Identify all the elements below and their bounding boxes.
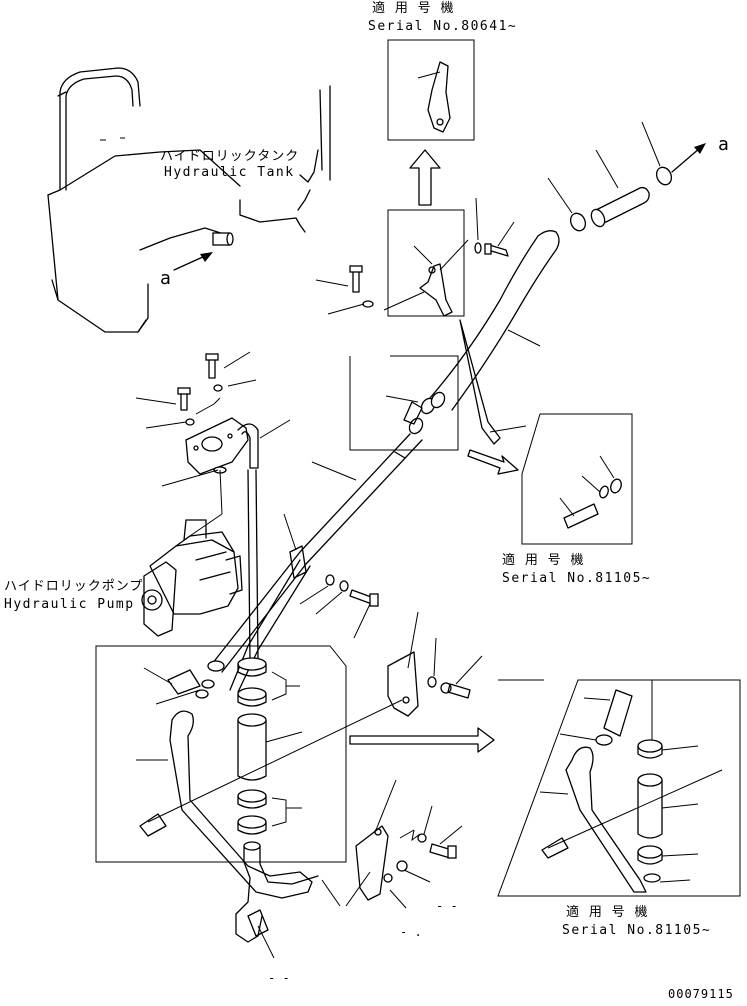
- inset-box-top: [387, 39, 475, 141]
- dash-label-3: - -: [268, 971, 290, 985]
- flange-bolts: [135, 351, 257, 429]
- inset-box-middle: [349, 355, 459, 451]
- top-hose-assembly: a: [547, 121, 729, 232]
- serial-top-en: Serial No.80641~: [368, 19, 517, 34]
- figure-code: 00079115: [668, 987, 734, 1001]
- arrow-a-left-label: a: [160, 268, 171, 289]
- inset-box-right: [521, 413, 633, 545]
- arrow-to-tank-icon: [173, 252, 213, 271]
- right-arrow-icon: [349, 727, 495, 753]
- inset-box-bracket: [383, 209, 469, 317]
- inset-box-lower-right: [497, 679, 741, 897]
- diagonal-arrow-icon: [467, 449, 519, 475]
- pressure-pipe: [211, 433, 423, 693]
- serial-top-jp: 適 用 号 機: [372, 0, 454, 16]
- serial-bot-en: Serial No.81105~: [562, 923, 711, 938]
- return-pipe: [247, 469, 259, 661]
- bracket-mount-lower: [345, 779, 463, 909]
- bolt-left-tank: [315, 265, 374, 315]
- serial-mid-en: Serial No.81105~: [502, 571, 651, 586]
- hydraulic-pump: [141, 469, 243, 637]
- arrow-a-right-label: a: [718, 134, 729, 155]
- tank-label-jp: ハイドロリックタンク: [160, 149, 299, 164]
- serial-bot-jp: 適 用 号 機: [566, 904, 648, 920]
- pump-flange: [161, 417, 291, 487]
- bracket-mount-upper: [387, 611, 483, 717]
- upward-arrow-icon: [409, 149, 441, 206]
- bolt-right-bracket: [474, 197, 515, 257]
- pump-label-en: Hydraulic Pump: [4, 597, 135, 612]
- bolt-mid-pipe: [299, 574, 379, 639]
- serial-mid-jp: 適 用 号 機: [502, 552, 584, 568]
- dash-label-1: - -: [436, 899, 458, 913]
- tank-label-en: Hydraulic Tank: [164, 165, 295, 180]
- suction-tube: [429, 230, 560, 445]
- lower-u-pipe: [235, 841, 341, 959]
- inset-box-lower-left: [95, 645, 403, 899]
- pump-label-jp: ハイドロリックポンプ: [4, 579, 143, 594]
- dash-label-2: - .: [400, 925, 422, 939]
- hydraulic-tank: [47, 67, 331, 333]
